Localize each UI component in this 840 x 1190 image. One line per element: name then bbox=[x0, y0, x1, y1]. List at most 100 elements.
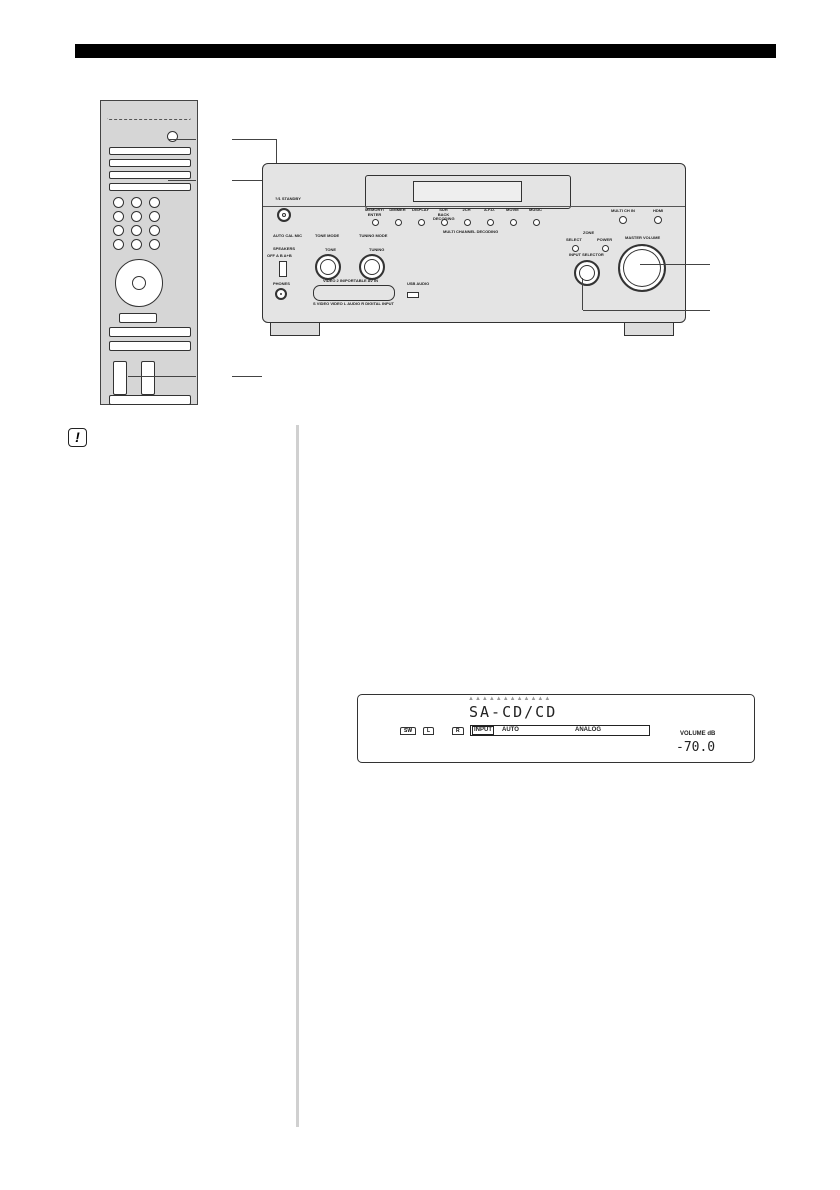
zone-label: ZONE bbox=[583, 230, 595, 235]
display-indicator-arrows: ▲▲▲▲▲▲▲▲▲▲▲▲ bbox=[468, 696, 552, 702]
panel-divider bbox=[263, 206, 685, 207]
callout-line bbox=[582, 278, 583, 310]
display-label: DISPLAY bbox=[412, 207, 429, 212]
remote-power-button bbox=[167, 131, 178, 142]
remote-menu-button bbox=[119, 313, 157, 323]
multi-ch-in-label: MULTI CH IN bbox=[611, 208, 635, 213]
callout-line bbox=[168, 139, 196, 140]
standby-label: ?/1 STANDBY bbox=[275, 196, 301, 201]
callout-line bbox=[583, 310, 710, 311]
tuning-knob bbox=[359, 254, 385, 280]
speakers-switch bbox=[279, 261, 287, 277]
remote-number-button bbox=[113, 211, 124, 222]
sw-tag: SW bbox=[400, 727, 417, 735]
master-volume-label: MASTER VOLUME bbox=[625, 235, 661, 240]
remote-number-button bbox=[149, 197, 160, 208]
remote-button-row bbox=[109, 183, 191, 191]
remote-number-button bbox=[131, 225, 142, 236]
memory-enter-label: MEMORY/ ENTER bbox=[365, 207, 384, 217]
remote-button-row bbox=[109, 147, 191, 155]
callout-line bbox=[640, 264, 710, 265]
input-bar bbox=[470, 725, 650, 736]
remote-number-button bbox=[149, 239, 160, 250]
dimmer-label: DIMMER bbox=[389, 207, 406, 212]
callout-line bbox=[232, 180, 262, 181]
multi-ch-in-button bbox=[619, 216, 627, 224]
receiver-front-panel: ?/1 STANDBY MEMORY/ ENTER DIMMER DISPLAY… bbox=[262, 163, 686, 323]
remote-number-button bbox=[149, 211, 160, 222]
remote-number-button bbox=[131, 211, 142, 222]
tone-knob bbox=[315, 254, 341, 280]
music-button bbox=[533, 219, 540, 226]
usb-port bbox=[407, 292, 419, 298]
caution-icon: ! bbox=[68, 428, 87, 447]
movie-label: MOVIE bbox=[506, 207, 519, 212]
tone-label: TONE bbox=[325, 247, 337, 252]
usb-audio-label: USB AUDIO bbox=[407, 281, 430, 286]
remote-enter-button bbox=[132, 276, 146, 290]
input-selector-label: INPUT SELECTOR bbox=[569, 252, 604, 257]
volume-value: -70.0 bbox=[676, 740, 716, 755]
2ch-label: 2CH bbox=[462, 207, 471, 212]
zone-power-button bbox=[602, 245, 609, 252]
video2-in-label: VIDEO 2 IN/PORTABLE AV IN bbox=[323, 278, 379, 283]
remote-volume-rocker bbox=[113, 361, 127, 395]
remote-button-row bbox=[109, 159, 191, 167]
tuning-mode-label: TUNING MODE bbox=[359, 233, 388, 238]
tone-mode-label: TONE MODE bbox=[315, 233, 340, 238]
volume-label: VOLUME dB bbox=[680, 731, 716, 737]
input-label: INPUT bbox=[472, 726, 494, 735]
display-source: SA-CD/CD bbox=[469, 703, 558, 721]
analog-label: ANALOG bbox=[575, 727, 601, 733]
remote-number-button bbox=[131, 239, 142, 250]
dimmer-button bbox=[395, 219, 402, 226]
2ch-button bbox=[464, 219, 471, 226]
afd-label: A.F.D. bbox=[483, 207, 496, 212]
memory-enter-button bbox=[372, 219, 379, 226]
column-divider bbox=[296, 425, 299, 1127]
hdmi-button bbox=[654, 216, 662, 224]
hdmi-label: HDMI bbox=[653, 208, 664, 213]
phones-label: PHONES bbox=[273, 281, 290, 286]
remote-number-button bbox=[113, 239, 124, 250]
remote-channel-rocker bbox=[141, 361, 155, 395]
remote-number-button bbox=[113, 197, 124, 208]
receiver-foot-left bbox=[270, 322, 320, 336]
remote-number-button bbox=[113, 225, 124, 236]
callout-line bbox=[232, 139, 276, 140]
master-volume-knob bbox=[618, 244, 666, 292]
remote-button-row bbox=[109, 171, 191, 179]
remote-dpad bbox=[115, 259, 163, 307]
r-tag: R bbox=[452, 727, 464, 735]
video2-jack-panel bbox=[313, 285, 395, 301]
zone-select-label: SELECT bbox=[566, 237, 582, 242]
display-window bbox=[365, 175, 571, 209]
remote-button-row bbox=[109, 341, 191, 351]
remote-number-button bbox=[131, 197, 142, 208]
sur-back-button bbox=[441, 219, 448, 226]
speakers-label: SPEAKERS bbox=[273, 246, 296, 251]
callout-line bbox=[232, 376, 262, 377]
afd-button bbox=[487, 219, 494, 226]
input-selector-knob bbox=[574, 260, 600, 286]
movie-button bbox=[510, 219, 517, 226]
jack-labels: S VIDEO VIDEO L AUDIO R DIGITAL INPUT bbox=[313, 301, 394, 306]
remote-button-row bbox=[109, 327, 191, 337]
header-bar bbox=[75, 44, 776, 58]
power-button bbox=[277, 208, 291, 222]
sur-back-label: SUR BACK DECODING bbox=[433, 207, 455, 221]
zone-select-button bbox=[572, 245, 579, 252]
receiver-foot-right bbox=[624, 322, 674, 336]
remote-control-illustration bbox=[100, 100, 198, 405]
music-label: MUSIC bbox=[529, 207, 542, 212]
remote-number-button bbox=[149, 225, 160, 236]
callout-line bbox=[168, 180, 196, 181]
zone-power-label: POWER bbox=[597, 237, 613, 242]
display-screen bbox=[413, 181, 522, 202]
multi-channel-decoding-label: MULTI CHANNEL DECODING bbox=[443, 229, 499, 234]
remote-button-row bbox=[109, 395, 191, 405]
l-tag: L bbox=[423, 727, 435, 735]
front-display-illustration: ▲▲▲▲▲▲▲▲▲▲▲▲ SA-CD/CD SW L R INPUT AUTO … bbox=[357, 694, 755, 763]
auto-cal-mic-label: AUTO CAL MIC bbox=[273, 233, 302, 238]
